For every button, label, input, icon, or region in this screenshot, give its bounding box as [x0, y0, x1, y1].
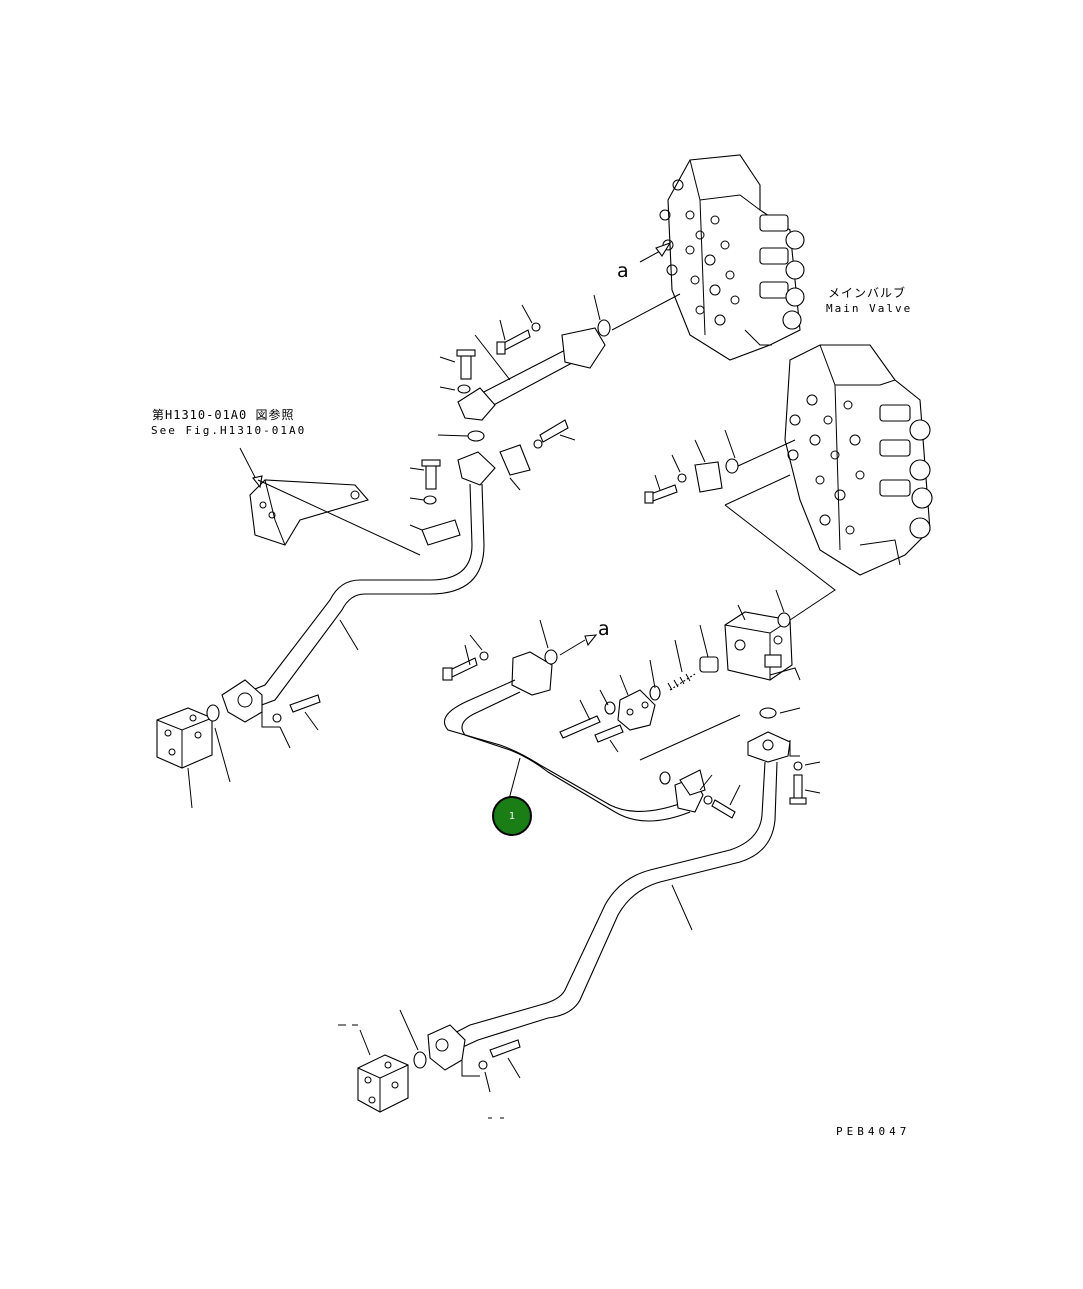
pipe-1 — [443, 651, 704, 822]
lower-block — [338, 1009, 521, 1119]
main-valve-lower — [784, 344, 933, 576]
arrow-label-mid: a — [598, 618, 610, 640]
main-valve-label-jp: メインバルブ — [828, 286, 907, 300]
left-block — [156, 694, 321, 809]
main-valve-upper — [659, 154, 805, 361]
reference-label-jp: 第H1310-01A0 図参照 — [152, 408, 295, 422]
bracket-assembly — [239, 447, 421, 556]
upper-right-fasteners — [644, 429, 796, 504]
figure-code: PEB4047 — [836, 1125, 911, 1138]
upper-short-pipe — [457, 327, 606, 421]
left-long-pipe — [221, 451, 496, 723]
relief-block — [724, 474, 836, 719]
upper-fasteners — [409, 294, 611, 546]
arrow-label-top: a — [617, 260, 629, 282]
middle-fasteners — [442, 619, 741, 819]
part-callout-1[interactable]: 1 — [492, 796, 532, 836]
upper-arrow-a — [611, 241, 681, 331]
callout-number: 1 — [508, 810, 516, 822]
main-valve-label-en: Main Valve — [826, 302, 913, 315]
lower-long-pipe — [427, 731, 821, 1071]
reference-label-en: See Fig.H1310-01A0 — [151, 424, 307, 437]
